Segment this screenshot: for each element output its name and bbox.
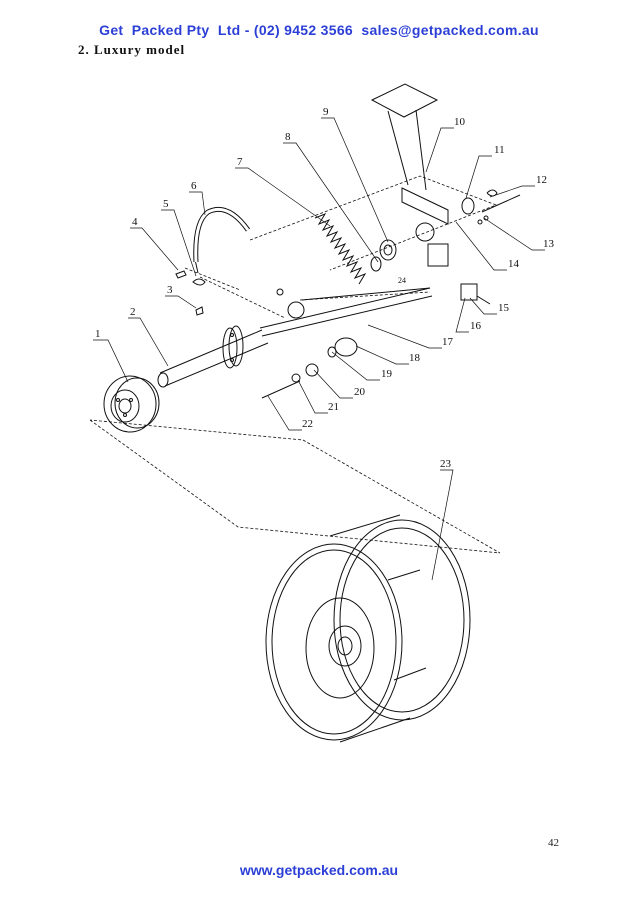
handle-part (193, 206, 251, 263)
part-label-11: 11 (494, 144, 505, 156)
part-label-9: 9 (323, 106, 329, 118)
part-label-15: 15 (498, 302, 510, 314)
company-header: Get Packed Pty Ltd - (02) 9452 3566 sale… (99, 22, 539, 38)
bearing-part (370, 239, 397, 272)
part-label-24: 24 (398, 276, 406, 285)
part-label-14: 14 (508, 258, 520, 270)
part-label-12: 12 (536, 174, 547, 186)
leader-lines (93, 117, 545, 581)
brake-assembly-part (175, 254, 206, 316)
part-label-17: 17 (442, 336, 454, 348)
part-label-6: 6 (191, 180, 197, 192)
arm-part (259, 287, 433, 337)
page-number: 42 (548, 837, 559, 849)
part-label-20: 20 (354, 386, 366, 398)
hose-reel-drum-part (265, 514, 471, 743)
latch-part (460, 283, 491, 305)
part-label-8: 8 (285, 131, 291, 143)
part-label-2: 2 (130, 306, 136, 318)
small-shaft-parts (261, 288, 358, 399)
part-label-21: 21 (328, 401, 339, 413)
part-label-19: 19 (381, 368, 393, 380)
bearing-clip-part (461, 189, 521, 225)
part-label-10: 10 (454, 116, 466, 128)
part-label-7: 7 (237, 156, 243, 168)
part-label-1: 1 (95, 328, 101, 340)
shaft-part (157, 325, 269, 388)
part-label-16: 16 (470, 320, 482, 332)
part-labels: 1 2 3 4 5 6 7 8 9 10 11 12 13 14 15 16 1… (95, 106, 555, 470)
spring-part (314, 212, 367, 285)
assembly-dashed-outline (89, 175, 501, 554)
part-label-18: 18 (409, 352, 421, 364)
mounting-bracket-part (370, 83, 449, 267)
part-label-3: 3 (167, 284, 173, 296)
footer-url[interactable]: www.getpacked.com.au (239, 862, 399, 878)
part-label-5: 5 (163, 198, 169, 210)
part-label-22: 22 (302, 418, 313, 430)
part-label-4: 4 (132, 216, 138, 228)
section-title: 2. Luxury model (78, 42, 186, 57)
part-label-23: 23 (440, 458, 452, 470)
pulley-hub-part (103, 375, 160, 433)
part-label-13: 13 (543, 238, 555, 250)
